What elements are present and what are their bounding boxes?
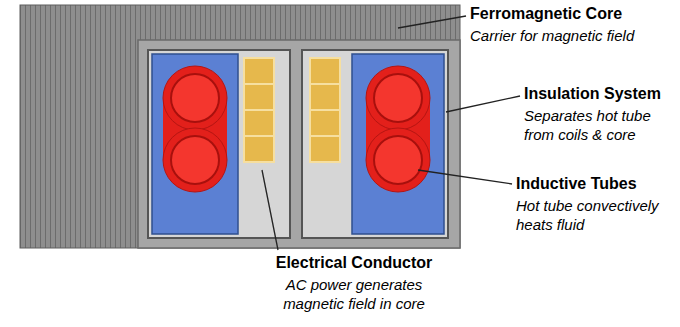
part-note: Hot tube convectively heats fluid <box>516 196 676 235</box>
part-note: Separates hot tube from coils & core <box>524 106 674 145</box>
leader-line <box>398 16 466 28</box>
part-name: Inductive Tubes <box>516 174 676 195</box>
core-front-face <box>138 40 460 248</box>
leader-line <box>446 96 520 112</box>
leader-line <box>418 170 512 184</box>
part-name: Ferromagnetic Core <box>470 4 675 25</box>
core-laminations <box>20 5 460 248</box>
insulation-block <box>152 54 238 234</box>
core-window <box>302 50 448 238</box>
part-name: Electrical Conductor <box>268 253 440 274</box>
conductor-stack <box>310 58 340 162</box>
part-note: Carrier for magnetic field <box>470 26 675 46</box>
inductive-tube <box>163 66 227 192</box>
part-note: AC power generates magnetic field in cor… <box>268 275 440 314</box>
core-window <box>148 50 290 238</box>
insulation-block <box>352 54 444 234</box>
inductive-tube <box>366 66 430 192</box>
part-name: Insulation System <box>524 84 674 105</box>
conductor-stack <box>244 58 274 162</box>
leader-line <box>262 170 278 250</box>
